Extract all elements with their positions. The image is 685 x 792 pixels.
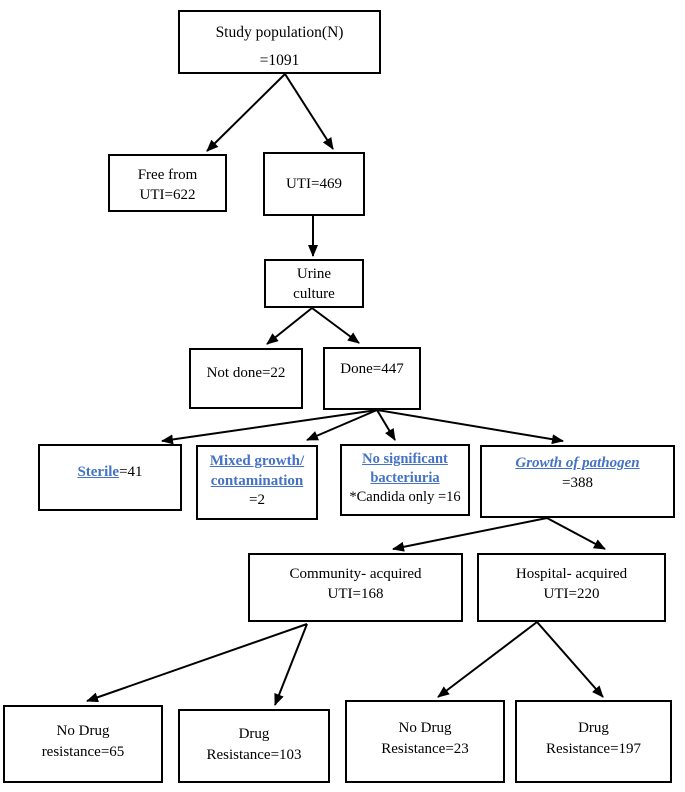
- urine-culture-line2: culture: [293, 285, 335, 302]
- arrow-urine-to-done: [311, 307, 360, 344]
- node-not-done: Not done=22: [189, 348, 303, 409]
- mixed-growth-highlight-line1: Mixed growth/: [209, 453, 305, 469]
- arrow-urine-to-notdone: [266, 307, 313, 345]
- node-community-resistance: Drug Resistance=103: [178, 709, 330, 783]
- no-significant-note: *Candida only =16: [349, 488, 461, 505]
- no-significant-highlight-line1: No significant: [362, 451, 448, 467]
- hospital-acquired-line2: UTI=220: [543, 586, 600, 603]
- node-hospital-no-resistance: No Drug Resistance=23: [345, 700, 505, 783]
- growth-of-pathogen-value: =388: [562, 474, 593, 491]
- node-uti: UTI=469: [263, 152, 365, 216]
- node-study-population: Study population(N) =1091: [178, 10, 381, 74]
- community-acquired-line1: Community- acquired: [289, 566, 422, 582]
- done-label: Done=447: [340, 361, 404, 377]
- uti-label: UTI=469: [286, 176, 342, 192]
- arrow-community-to-resist: [274, 623, 308, 706]
- no-significant-highlight-line2: bacteriuria: [370, 469, 440, 486]
- arrow-hospital-to-resist: [536, 621, 604, 698]
- arrow-done-to-mixed: [306, 409, 378, 441]
- hospital-no-resistance-line2: Resistance=23: [381, 741, 469, 757]
- node-free-from-uti: Free from UTI=622: [108, 154, 227, 212]
- node-hospital-acquired: Hospital- acquired UTI=220: [477, 553, 666, 622]
- community-resistance-line1: Drug: [238, 726, 270, 742]
- mixed-growth-highlight-line2: contamination: [210, 472, 304, 489]
- community-resistance-line2: Resistance=103: [206, 747, 302, 763]
- hospital-resistance-line2: Resistance=197: [545, 741, 642, 757]
- arrow-done-to-nosignificant: [376, 409, 396, 441]
- arrow-study-to-free: [206, 73, 286, 152]
- community-acquired-line2: UTI=168: [327, 586, 384, 603]
- arrow-growth-to-hospital: [546, 517, 606, 550]
- free-from-uti-count: UTI=622: [139, 187, 196, 204]
- hospital-resistance-line1: Drug: [578, 720, 609, 736]
- growth-of-pathogen-highlight: Growth of pathogen: [515, 455, 640, 471]
- hospital-acquired-line1: Hospital- acquired: [515, 566, 628, 582]
- not-done-label: Not done=22: [206, 365, 286, 381]
- arrow-done-to-sterile: [161, 409, 378, 445]
- node-community-acquired: Community- acquired UTI=168: [248, 553, 463, 622]
- arrow-community-to-noresist: [86, 623, 308, 703]
- node-growth-of-pathogen: Growth of pathogen =388: [480, 445, 675, 518]
- sterile-value: =41: [119, 464, 143, 480]
- sterile-highlight: Sterile: [77, 464, 120, 480]
- arrow-growth-to-community: [392, 517, 548, 552]
- node-urine-culture: Urine culture: [264, 259, 364, 308]
- community-no-resistance-line1: No Drug: [56, 723, 110, 739]
- mixed-growth-value: =2: [249, 492, 265, 508]
- arrow-hospital-to-noresist: [437, 621, 538, 698]
- free-from-uti-label: Free from: [137, 167, 198, 183]
- study-population-count: =1091: [259, 51, 300, 69]
- urine-culture-line1: Urine: [296, 266, 332, 282]
- node-sterile: Sterile=41: [38, 444, 182, 511]
- community-no-resistance-line2: resistance=65: [41, 744, 125, 760]
- node-no-significant: No significant bacteriuria *Candida only…: [340, 444, 470, 516]
- node-community-no-resistance: No Drug resistance=65: [3, 705, 163, 783]
- arrow-done-to-growth: [376, 409, 564, 445]
- node-done: Done=447: [323, 347, 421, 410]
- arrow-study-to-uti: [284, 73, 334, 150]
- study-population-title: Study population(N): [215, 24, 344, 41]
- node-hospital-resistance: Drug Resistance=197: [515, 700, 672, 783]
- node-mixed-growth: Mixed growth/ contamination =2: [196, 445, 318, 520]
- hospital-no-resistance-line1: No Drug: [398, 720, 452, 736]
- sterile-line: Sterile=41: [40, 462, 180, 482]
